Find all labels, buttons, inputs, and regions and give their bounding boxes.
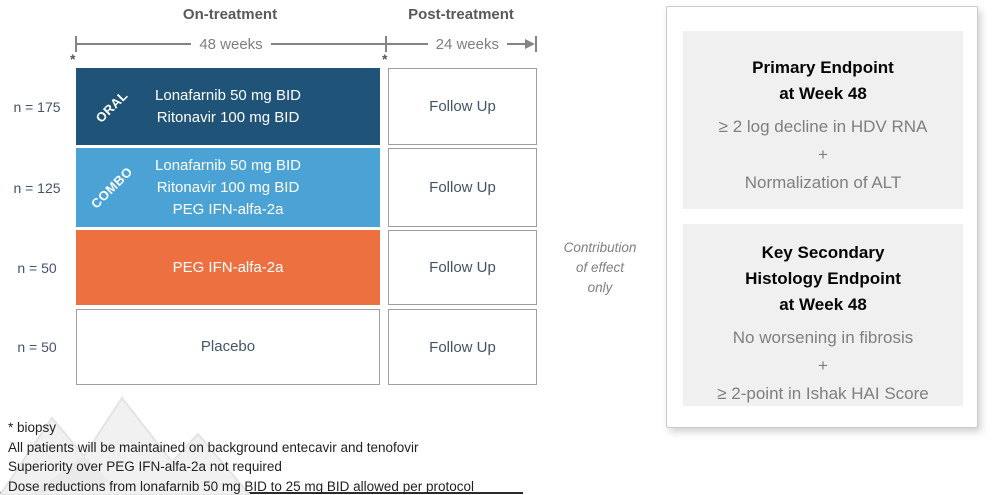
timeline-bracket: 48 weeks 24 weeks — [75, 35, 537, 53]
mountain-watermark — [0, 396, 250, 495]
endpoint-title-line: Key Secondary — [761, 243, 885, 262]
timeline-line — [77, 43, 192, 45]
trial-arm-row-oral: n = 175 ORAL Lonafarnib 50 mg BID Ritona… — [0, 68, 660, 145]
follow-up-box: Follow Up — [388, 309, 537, 385]
endpoint-title-line: Primary Endpoint — [752, 58, 894, 77]
drug-line: Ritonavir 100 mg BID — [156, 178, 300, 196]
footnote-line: Superiority over PEG IFN-alfa-2a not req… — [8, 459, 282, 474]
contribution-note-line: of effect — [575, 260, 625, 275]
timeline-line — [387, 43, 428, 45]
arm-box-peg-ifn: PEG IFN-alfa-2a — [76, 230, 380, 305]
arm-box-placebo: Placebo — [76, 309, 380, 385]
timeline-tick — [385, 36, 387, 52]
endpoint-body-line: + — [818, 356, 828, 375]
timeline-tick — [75, 36, 77, 52]
arm-n-label: n = 175 — [13, 98, 61, 115]
trial-arm-row-combo: n = 125 COMBO Lonafarnib 50 mg BID Riton… — [0, 148, 660, 227]
endpoint-title-line: at Week 48 — [779, 84, 867, 103]
timeline-arrow-shaft — [507, 43, 525, 45]
drug-line: Lonafarnib 50 mg BID — [155, 86, 301, 104]
follow-up-label: Follow Up — [429, 98, 496, 115]
arm-box-oral: ORAL Lonafarnib 50 mg BID Ritonavir 100 … — [76, 68, 380, 145]
on-treatment-label: On-treatment — [182, 6, 278, 23]
endpoint-title-line: at Week 48 — [779, 295, 867, 314]
follow-up-box: Follow Up — [388, 148, 537, 227]
post-treatment-segment: 24 weeks — [385, 35, 537, 53]
timeline-line — [270, 43, 385, 45]
footnote-line: All patients will be maintained on backg… — [8, 439, 419, 455]
trial-arm-row-placebo: n = 50 Placebo Follow Up — [0, 309, 660, 385]
follow-up-label: Follow Up — [429, 338, 496, 356]
drug-line: Lonafarnib 50 mg BID — [155, 156, 301, 174]
drug-line: PEG IFN-alfa-2a — [172, 258, 284, 276]
drug-line: PEG IFN-alfa-2a — [172, 200, 284, 218]
arm-n-label: n = 125 — [13, 179, 61, 196]
footnotes: * biopsy All patients will be maintained… — [8, 418, 474, 495]
arm-n-label: n = 50 — [17, 259, 57, 276]
endpoint-box-primary: Primary Endpoint at Week 48 ≥ 2 log decl… — [683, 31, 963, 209]
biopsy-asterisk: * — [70, 51, 76, 67]
endpoint-title-line: Histology Endpoint — [745, 269, 901, 288]
post-treatment-duration: 24 weeks — [435, 35, 499, 53]
arrow-right-icon — [525, 39, 535, 49]
follow-up-box: Follow Up — [388, 68, 537, 145]
footnote-line: Dose reductions from lonafarnib 50 mg BI… — [8, 478, 474, 494]
endpoint-body-line: Normalization of ALT — [744, 173, 902, 192]
endpoint-body-line: + — [818, 145, 828, 164]
drug-line: Placebo — [200, 338, 256, 355]
endpoint-body-line: ≥ 2 log decline in HDV RNA — [718, 117, 928, 136]
bottom-divider — [0, 492, 523, 494]
biopsy-asterisk: * — [382, 51, 388, 67]
arm-n-label: n = 50 — [17, 339, 57, 355]
endpoint-body-line: ≥ 2-point in Ishak HAI Score — [717, 384, 929, 403]
endpoint-box-secondary: Key Secondary Histology Endpoint at Week… — [683, 224, 963, 406]
follow-up-label: Follow Up — [429, 259, 496, 276]
contribution-note: Contribution of effect only — [546, 238, 654, 298]
footnote-line: * biopsy — [8, 420, 57, 435]
follow-up-label: Follow Up — [429, 179, 496, 196]
trial-arm-row-peg-ifn: n = 50 PEG IFN-alfa-2a Follow Up — [0, 230, 660, 305]
post-treatment-label: Post-treatment — [408, 6, 514, 23]
on-treatment-segment: 48 weeks — [75, 35, 385, 53]
contribution-note-line: only — [587, 280, 613, 295]
on-treatment-duration: 48 weeks — [199, 35, 263, 53]
drug-line: Ritonavir 100 mg BID — [156, 108, 300, 126]
arm-box-combo: COMBO Lonafarnib 50 mg BID Ritonavir 100… — [76, 148, 380, 227]
timeline-end-tick — [535, 36, 537, 52]
endpoint-body-line: No worsening in fibrosis — [732, 328, 914, 347]
contribution-note-line: Contribution — [563, 240, 637, 255]
endpoints-card: Primary Endpoint at Week 48 ≥ 2 log decl… — [666, 6, 978, 428]
follow-up-box: Follow Up — [388, 230, 537, 305]
